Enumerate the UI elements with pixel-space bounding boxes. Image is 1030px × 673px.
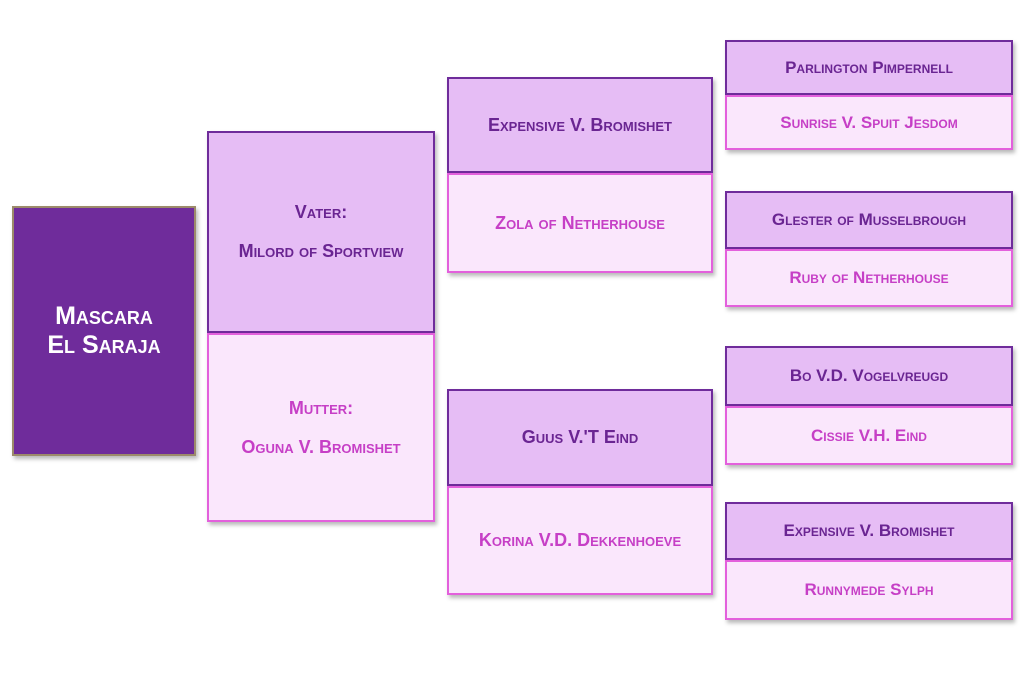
great-granddam-box-2: Ruby of Netherhouse	[725, 249, 1013, 307]
great-grandsire-name: Parlington Pimpernell	[785, 57, 953, 77]
great-granddam-box-1: Sunrise V. Spuit Jesdom	[725, 95, 1013, 150]
subject-name-line2: El Saraja	[47, 331, 161, 359]
maternal-grandsire-box: Guus V.'T Eind	[447, 389, 713, 486]
maternal-granddam-name: Korina V.D. Dekkenhoeve	[478, 530, 682, 550]
great-grandsire-box-3: Bo V.D. Vogelvreugd	[725, 346, 1013, 406]
paternal-grandsire-box: Expensive V. Bromishet	[447, 77, 713, 173]
great-granddam-name: Sunrise V. Spuit Jesdom	[780, 112, 958, 132]
paternal-granddam-box: Zola of Netherhouse	[447, 173, 713, 273]
great-granddam-name: Runnymede Sylph	[804, 580, 934, 599]
maternal-granddam-box: Korina V.D. Dekkenhoeve	[447, 486, 713, 595]
great-grandsire-name: Expensive V. Bromishet	[783, 521, 955, 540]
sire-label: Vater:	[294, 202, 348, 222]
dam-box: Mutter: Oguna V. Bromishet	[207, 333, 435, 522]
subject-box: Mascara El Saraja	[12, 206, 196, 456]
dam-name: Oguna V. Bromishet	[241, 436, 401, 457]
dam-label: Mutter:	[288, 397, 354, 418]
subject-name-line1: Mascara	[55, 302, 153, 330]
sire-name: Milord of Sportview	[238, 241, 404, 261]
great-grandsire-box-1: Parlington Pimpernell	[725, 40, 1013, 95]
great-grandsire-name: Bo V.D. Vogelvreugd	[789, 366, 949, 385]
maternal-grandsire-name: Guus V.'T Eind	[521, 427, 639, 447]
paternal-granddam-name: Zola of Netherhouse	[495, 212, 665, 233]
great-grandsire-box-4: Expensive V. Bromishet	[725, 502, 1013, 560]
great-granddam-box-3: Cissie V.H. Eind	[725, 406, 1013, 465]
great-grandsire-box-2: Glester of Musselbrough	[725, 191, 1013, 249]
great-granddam-name: Cissie V.H. Eind	[811, 425, 927, 445]
great-granddam-name: Ruby of Netherhouse	[789, 268, 949, 287]
great-granddam-box-4: Runnymede Sylph	[725, 560, 1013, 620]
sire-box: Vater: Milord of Sportview	[207, 131, 435, 333]
paternal-grandsire-name: Expensive V. Bromishet	[488, 114, 672, 135]
great-grandsire-name: Glester of Musselbrough	[771, 210, 967, 229]
